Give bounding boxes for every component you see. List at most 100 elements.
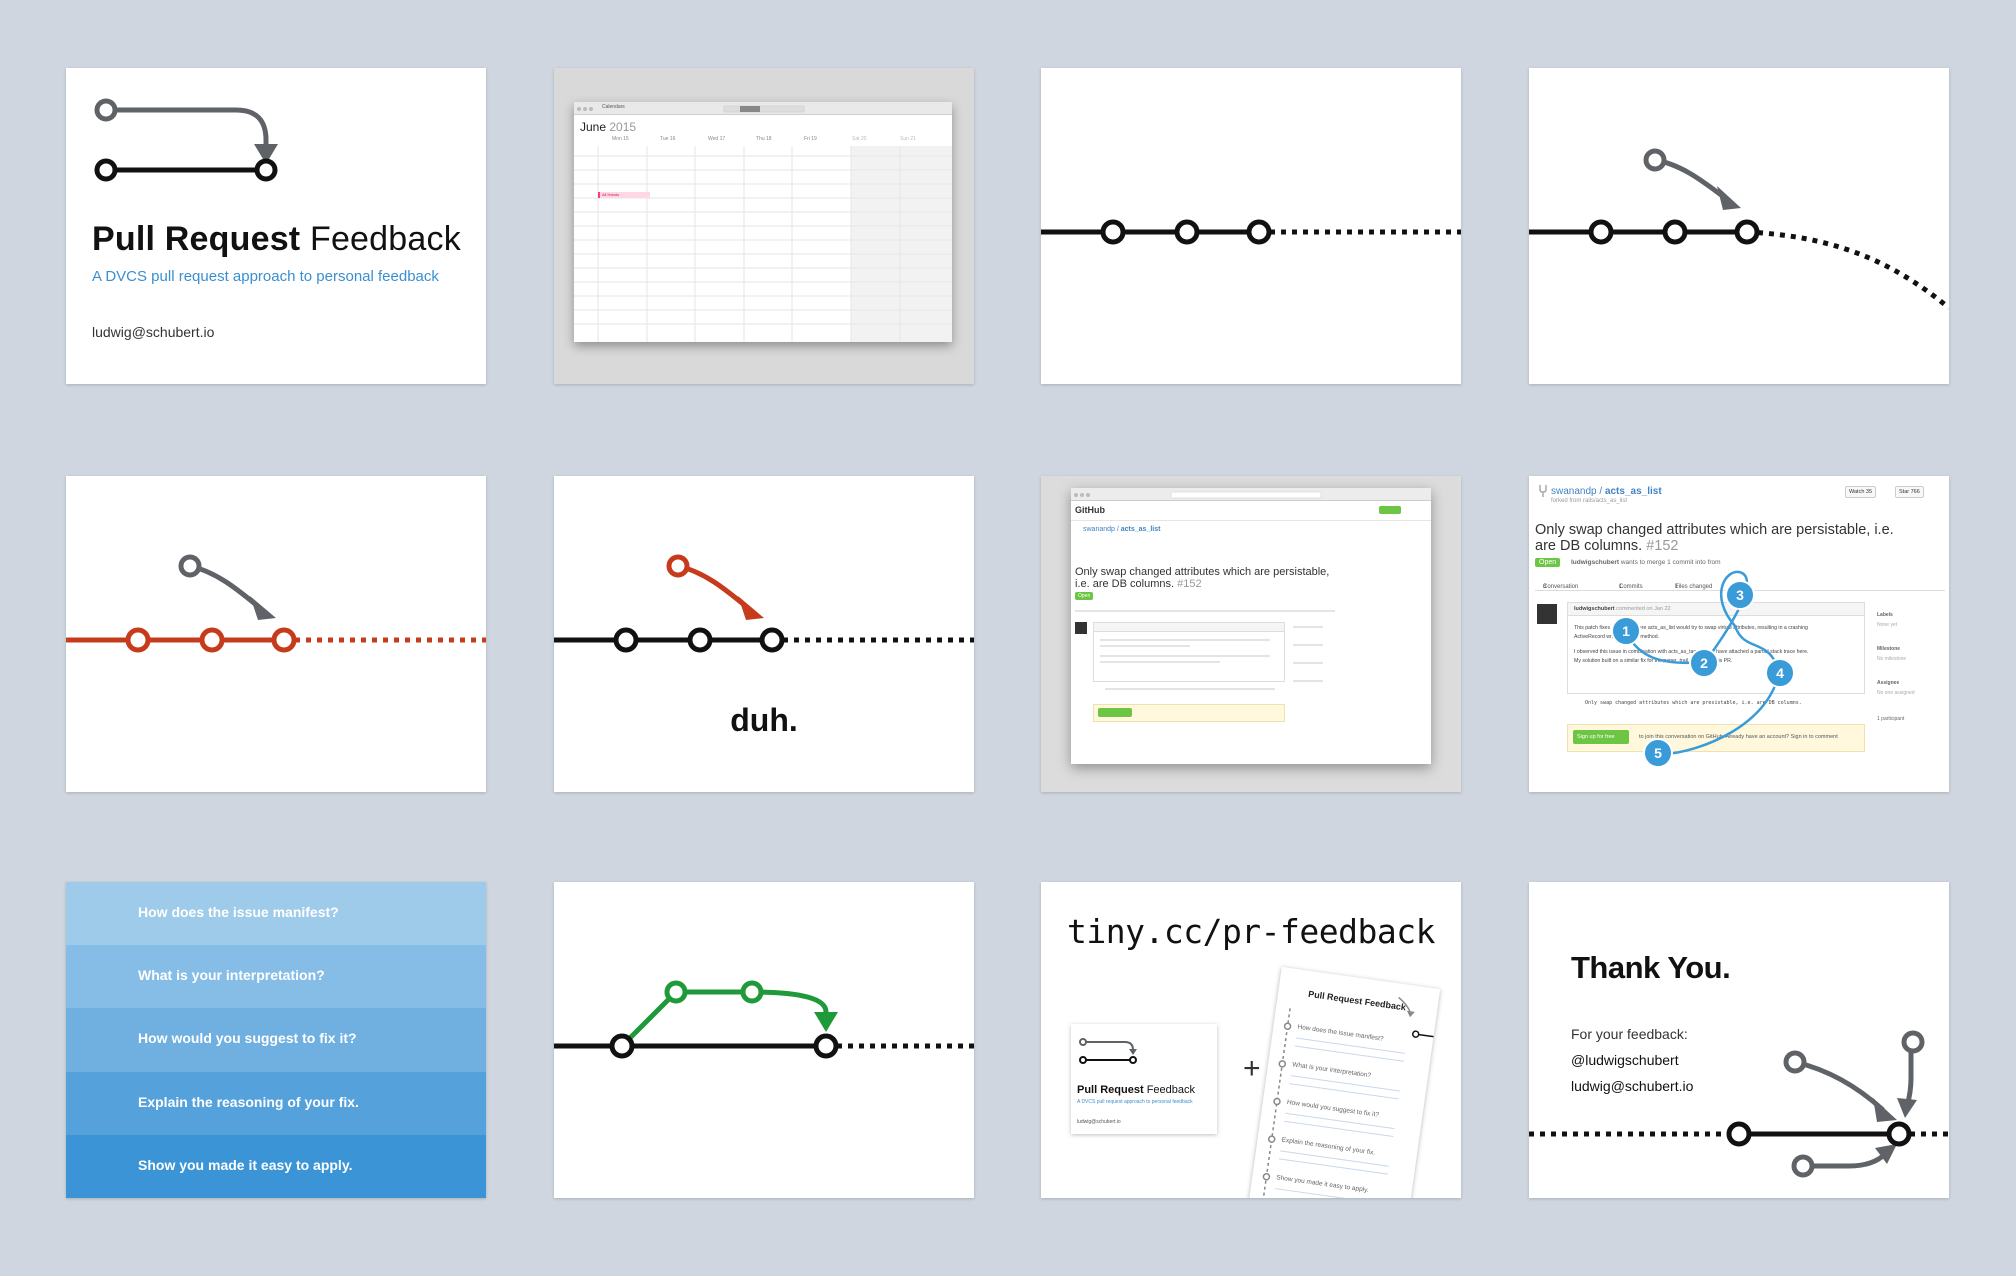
question-item: How would you suggest to fix it?	[66, 1008, 486, 1072]
avatar	[1537, 604, 1557, 624]
pr-title: Only swap changed attributes which are p…	[1535, 522, 1894, 554]
day-header: Mon 15	[612, 136, 629, 142]
slide-github-pr[interactable]: GitHub swanandp / acts_as_list Only swap…	[1041, 476, 1461, 792]
day-header: Thu 18	[756, 136, 772, 142]
join-text: to join this conversation on GitHub. Alr…	[1639, 734, 1838, 740]
slide-calendar[interactable]: Calendars June 2015 Mon 15 Tue 16 Wed 17…	[554, 68, 974, 384]
comment-text: This patch fixes an issue where acts_as_…	[1574, 625, 1808, 631]
window-controls-icon	[577, 105, 805, 113]
svg-text:4: 4	[1776, 665, 1784, 681]
feedback-label: For your feedback:	[1571, 1026, 1688, 1042]
question-item: How does the issue manifest?	[66, 882, 486, 946]
text-line	[1100, 645, 1190, 647]
calendar-event[interactable]: All Hands	[598, 192, 650, 198]
sidebar-label: Assignee	[1877, 680, 1900, 686]
browser-chrome	[1071, 488, 1431, 501]
calendar-window: Calendars June 2015 Mon 15 Tue 16 Wed 17…	[574, 102, 952, 342]
merge-arrow-icon	[554, 980, 974, 1059]
merge-arrow-icon	[1529, 1030, 1949, 1178]
calendar-tab[interactable]: Calendars	[602, 104, 625, 110]
calendar-month: June 2015	[580, 120, 637, 134]
branch-diagram-icon	[1261, 996, 1434, 1198]
signup-label[interactable]: Sign up for free	[1577, 734, 1615, 740]
annotation-marker: 1	[1611, 616, 1641, 646]
text-line	[1100, 655, 1270, 657]
branch-diagram-icon	[94, 98, 278, 182]
comment-text: I observed this issue in combination wit…	[1574, 649, 1809, 655]
duh-caption: duh.	[730, 702, 798, 738]
slide-title[interactable]: Pull Request Feedback A DVCS pull reques…	[66, 68, 486, 384]
slide-tiny-url[interactable]: tiny.cc/pr-feedback Pull Request Feedbac…	[1041, 882, 1461, 1198]
fork-icon	[1539, 485, 1547, 497]
twitter-handle[interactable]: @ludwigschubert	[1571, 1052, 1679, 1068]
slide-title-heading: Pull Request Feedback	[92, 220, 461, 258]
svg-text:2: 2	[1700, 655, 1708, 671]
plus-sign: +	[1243, 1052, 1261, 1085]
merge-arrow-icon	[1529, 148, 1949, 310]
sidebar-line	[1293, 644, 1323, 646]
slide-questions[interactable]: How does the issue manifest? What is you…	[66, 882, 486, 1198]
slide-duh[interactable]: duh.	[554, 476, 974, 792]
slide-main-branch[interactable]	[1041, 68, 1461, 384]
slide-thank-you[interactable]: Thank You. For your feedback: @ludwigsch…	[1529, 882, 1949, 1198]
title-slide-thumbnail: Pull Request Feedback A DVCS pull reques…	[1071, 1024, 1217, 1134]
text-line	[1100, 639, 1270, 641]
calendar-toolbar: Calendars	[574, 102, 952, 115]
question-item: What is your interpretation?	[66, 945, 486, 1009]
sidebar-line	[1293, 680, 1323, 682]
short-url[interactable]: tiny.cc/pr-feedback	[1067, 912, 1436, 951]
comment-text: My solution built on a similar fix for t…	[1574, 658, 1733, 664]
sidebar-value: No one assigned	[1877, 690, 1915, 696]
mini-email: ludwig@schubert.io	[1077, 1119, 1121, 1125]
comment-box: ludwigschubert commented on Jan 22 This …	[1567, 602, 1865, 694]
day-header: Wed 17	[708, 136, 726, 142]
svg-text:5: 5	[1654, 745, 1662, 761]
slide-github-annotated[interactable]: swanandp / acts_as_list forked from rail…	[1529, 476, 1949, 792]
repo-breadcrumb[interactable]: swanandp / acts_as_list	[1551, 486, 1662, 497]
text-line	[1100, 661, 1220, 663]
feedback-sheet: Pull Request Feedback How does the issue…	[1248, 966, 1441, 1198]
day-header: Tue 16	[660, 136, 676, 142]
annotation-marker: 4	[1765, 658, 1795, 688]
comment-header	[1568, 603, 1864, 616]
sidebar-label: Labels	[1877, 612, 1893, 618]
signup-banner	[1093, 704, 1285, 722]
sidebar-label: 1 participant	[1877, 716, 1905, 722]
day-header: Sun 21	[900, 136, 916, 142]
pr-title: Only swap changed attributes which are p…	[1075, 566, 1330, 590]
thank-you-heading: Thank You.	[1571, 950, 1731, 985]
question-item: Show you made it easy to apply.	[66, 1134, 486, 1198]
svg-text:3: 3	[1736, 587, 1744, 603]
forked-from: forked from rails/acts_as_list	[1551, 498, 1628, 504]
day-header: Sat 20	[852, 136, 867, 142]
signup-button[interactable]	[1573, 730, 1629, 744]
annotation-marker: 5	[1643, 738, 1673, 768]
watch-button[interactable]: Watch 35	[1845, 486, 1877, 498]
sidebar-line	[1293, 626, 1323, 628]
annotation-marker: 3	[1725, 580, 1755, 610]
slide-red-branch[interactable]	[66, 476, 486, 792]
slide-branch-diverge[interactable]	[1529, 68, 1949, 384]
svg-text:1: 1	[1622, 623, 1630, 639]
calendar-grid	[574, 146, 952, 342]
question-item: Explain the reasoning of your fix.	[66, 1071, 486, 1135]
sidebar-value: None yet	[1877, 622, 1898, 628]
signup-button[interactable]	[1379, 506, 1401, 514]
signup-button[interactable]	[1098, 708, 1132, 717]
contact-email[interactable]: ludwig@schubert.io	[1571, 1078, 1694, 1094]
github-logo[interactable]: GitHub	[1075, 505, 1105, 515]
avatar	[1075, 622, 1087, 634]
sidebar-value: No milestone	[1877, 656, 1907, 662]
slide-subtitle: A DVCS pull request approach to personal…	[92, 268, 439, 285]
github-window: GitHub swanandp / acts_as_list Only swap…	[1071, 488, 1431, 764]
mini-title: Pull Request Feedback	[1077, 1084, 1195, 1096]
annotation-marker: 2	[1689, 648, 1719, 678]
star-button[interactable]: Star 766	[1895, 486, 1924, 498]
merge-arrow-icon	[554, 554, 974, 653]
slide-green-branch[interactable]	[554, 882, 974, 1198]
pr-status-badge: Open	[1075, 592, 1094, 600]
annotation-loop-icon	[1625, 570, 1781, 756]
commit-line: Only swap changed attributes which are p…	[1585, 700, 1802, 706]
repo-breadcrumb[interactable]: swanandp / acts_as_list	[1083, 526, 1161, 533]
branch-diagram-icon	[1079, 1038, 1137, 1064]
